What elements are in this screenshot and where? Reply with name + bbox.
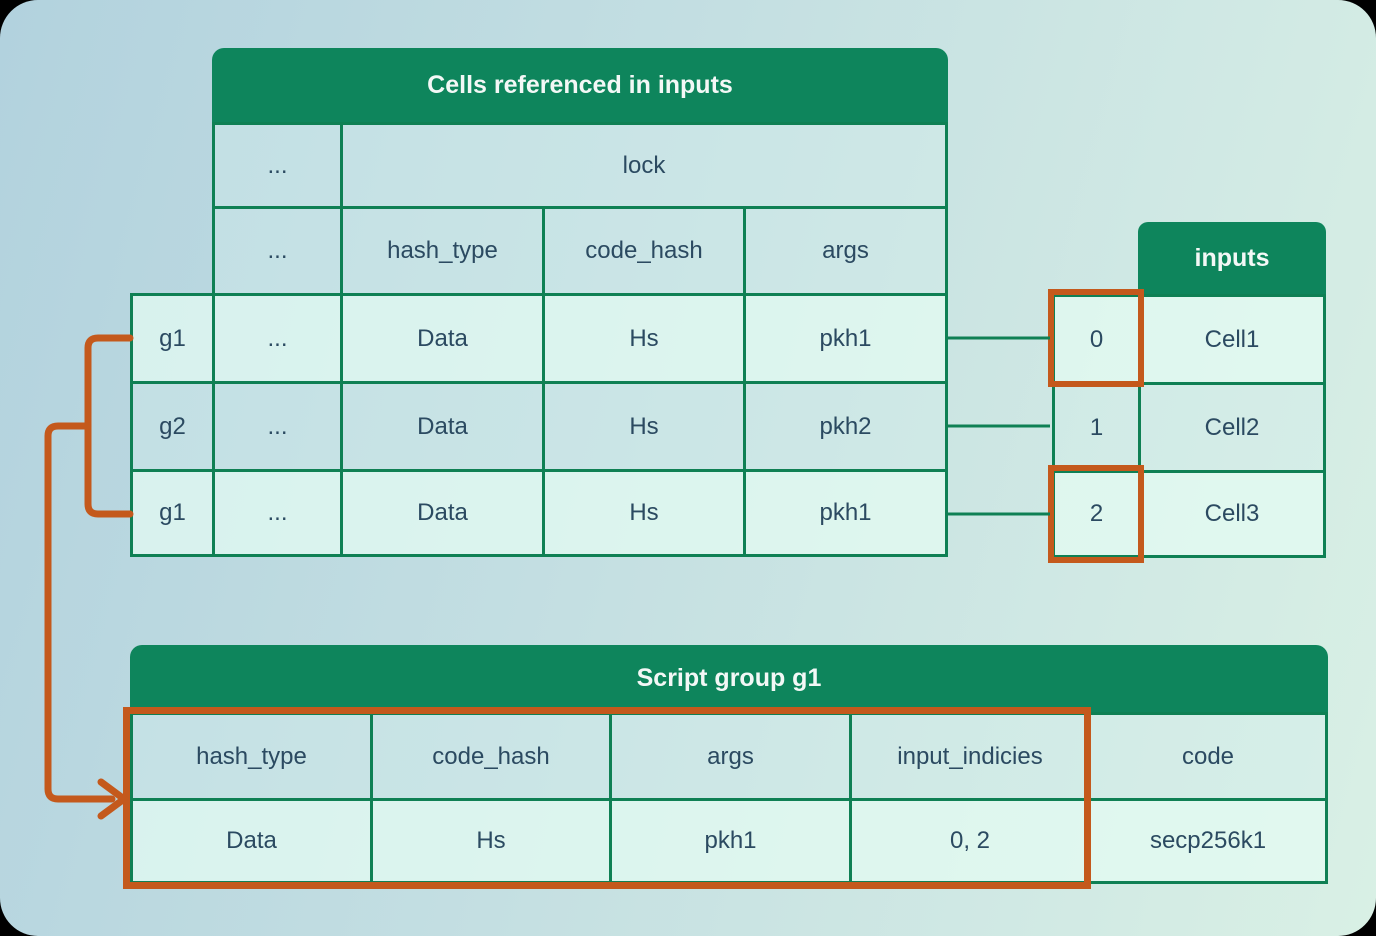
hash-type-header-cell: hash_type xyxy=(130,712,370,798)
cell-name-cell: Cell3 xyxy=(1138,470,1326,558)
ellipsis-cell: ... xyxy=(212,293,340,381)
script-group-header-row: hash_type code_hash args input_indicies … xyxy=(130,712,1328,798)
subheader-row: ... hash_type code_hash args xyxy=(212,206,948,293)
ellipsis-cell: ... xyxy=(212,122,340,206)
script-group-table-title: Script group g1 xyxy=(130,645,1328,712)
args-header-cell: args xyxy=(609,712,849,798)
script-group-value-row: Data Hs pkh1 0, 2 secp256k1 xyxy=(130,798,1328,884)
arrowhead-icon xyxy=(97,778,128,820)
input-row: 1 Cell2 xyxy=(1052,382,1326,470)
input-row: 0 Cell1 xyxy=(1052,294,1326,382)
table-row: g2 ... Data Hs pkh2 xyxy=(130,381,948,469)
script-group-arrow-line xyxy=(44,422,116,803)
input-row: 2 Cell3 xyxy=(1052,470,1326,558)
inputs-table-title: inputs xyxy=(1138,222,1326,294)
cell-name-cell: Cell2 xyxy=(1138,382,1326,470)
row-to-input-connector-lines xyxy=(947,336,1050,516)
orange-group-connectors xyxy=(44,334,134,820)
args-cell: pkh1 xyxy=(743,293,948,381)
code-hash-cell: Hs xyxy=(542,381,743,469)
cells-referenced-table: Cells referenced in inputs ... lock ... … xyxy=(130,48,948,557)
hash-type-cell: Data xyxy=(340,293,542,381)
script-group-table: Script group g1 hash_type code_hash args… xyxy=(130,645,1328,884)
code-hash-cell: Hs xyxy=(542,293,743,381)
code-value-cell: secp256k1 xyxy=(1088,798,1328,884)
table-row: g1 ... Data Hs pkh1 xyxy=(130,469,948,557)
lock-row: ... lock xyxy=(212,122,948,206)
highlight-frame-input-2 xyxy=(1048,465,1144,563)
hash-type-cell: Data xyxy=(340,469,542,557)
args-cell: pkh1 xyxy=(743,469,948,557)
g1-group-bracket xyxy=(84,334,134,518)
lock-span-cell: lock xyxy=(340,122,948,206)
table-row: g1 ... Data Hs pkh1 xyxy=(130,293,948,381)
args-cell: pkh2 xyxy=(743,381,948,469)
cell-name-cell: Cell1 xyxy=(1138,294,1326,382)
ellipsis-cell: ... xyxy=(212,206,340,293)
hash-type-header-cell: hash_type xyxy=(340,206,542,293)
input-indicies-header-cell: input_indicies xyxy=(849,712,1088,798)
args-header-cell: args xyxy=(743,206,948,293)
ellipsis-cell: ... xyxy=(212,469,340,557)
group-label-cell: g1 xyxy=(130,469,212,557)
hash-type-cell: Data xyxy=(340,381,542,469)
ellipsis-cell: ... xyxy=(212,381,340,469)
inputs-table: inputs 0 Cell1 1 Cell2 2 Cell3 xyxy=(1052,222,1326,558)
cells-referenced-table-title: Cells referenced in inputs xyxy=(212,48,948,122)
input-index-cell: 0 xyxy=(1052,294,1138,382)
input-index-cell: 1 xyxy=(1052,382,1138,470)
group-label-cell: g1 xyxy=(130,293,212,381)
group-label-cell: g2 xyxy=(130,381,212,469)
code-hash-header-cell: code_hash xyxy=(542,206,743,293)
highlight-frame-input-0 xyxy=(1048,289,1144,387)
code-header-cell: code xyxy=(1088,712,1328,798)
highlight-frame-script-group xyxy=(123,707,1091,889)
input-indicies-value-cell: 0, 2 xyxy=(849,798,1088,884)
args-value-cell: pkh1 xyxy=(609,798,849,884)
code-hash-cell: Hs xyxy=(542,469,743,557)
code-hash-value-cell: Hs xyxy=(370,798,609,884)
hash-type-value-cell: Data xyxy=(130,798,370,884)
